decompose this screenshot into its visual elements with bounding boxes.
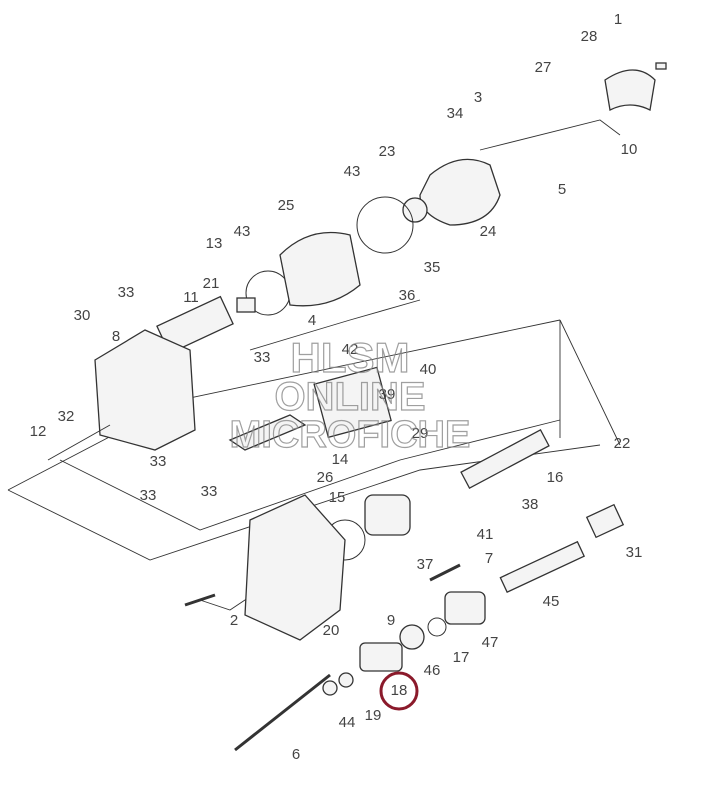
brush-plate-part [419, 158, 501, 226]
seal-part [399, 624, 425, 650]
part-label-5: 5 [558, 181, 566, 198]
part-label-44: 44 [339, 714, 356, 731]
part-label-11: 11 [183, 289, 199, 306]
part-label-1: 1 [614, 11, 622, 28]
washer-part [322, 680, 338, 696]
washer-part [338, 672, 354, 688]
part-label-6: 6 [292, 746, 300, 763]
screw-part [655, 62, 667, 70]
watermark: HLSM ONLINE MICROFICHE [229, 333, 471, 456]
part-label-13: 13 [206, 235, 223, 252]
part-label-34: 34 [447, 105, 464, 122]
part-label-42: 42 [342, 341, 359, 358]
clutch-part [364, 494, 411, 536]
part-label-41: 41 [477, 526, 494, 543]
part-label-37: 37 [417, 556, 434, 573]
idler-gear-part [444, 591, 486, 625]
sleeve-part [585, 503, 625, 539]
drive-housing-part [244, 494, 346, 641]
part-number-labels: 1282733410523432435254313211133308334423… [30, 11, 643, 763]
part-label-3: 3 [474, 89, 482, 106]
retainer-part [427, 617, 447, 637]
part-label-24: 24 [480, 223, 497, 240]
part-label-10: 10 [621, 141, 638, 158]
part-label-46: 46 [424, 662, 441, 679]
part-label-12: 12 [30, 423, 47, 440]
part-label-28: 28 [581, 28, 598, 45]
part-label-22: 22 [614, 435, 631, 452]
pinion-gear-part [359, 642, 403, 672]
part-label-33: 33 [150, 453, 167, 470]
spring-part [47, 424, 111, 461]
part-label-38: 38 [522, 496, 539, 513]
part-label-20: 20 [323, 622, 340, 639]
part-label-43: 43 [344, 163, 361, 180]
bolt-part [184, 593, 216, 607]
bolt-part [429, 563, 461, 582]
part-label-33: 33 [254, 349, 271, 366]
part-label-2: 2 [230, 612, 238, 629]
part-label-18: 18 [391, 682, 408, 699]
part-label-29: 29 [412, 425, 429, 442]
watermark-line-2: ONLINE [274, 375, 425, 419]
part-label-26: 26 [317, 469, 334, 486]
part-label-4: 4 [308, 312, 316, 329]
part-label-8: 8 [112, 328, 120, 345]
part-label-33: 33 [140, 487, 157, 504]
bearing-part [236, 297, 256, 313]
part-label-19: 19 [365, 707, 382, 724]
part-label-39: 39 [379, 386, 396, 403]
watermark-line-3: MICROFICHE [230, 414, 471, 456]
parts [47, 62, 667, 752]
part-label-14: 14 [332, 451, 349, 468]
shaft-part [499, 540, 586, 594]
part-label-17: 17 [453, 649, 470, 666]
part-label-32: 32 [58, 408, 75, 425]
field-frame-part [279, 231, 361, 307]
part-label-35: 35 [424, 259, 441, 276]
part-label-15: 15 [329, 489, 346, 506]
part-label-25: 25 [278, 197, 295, 214]
solenoid-housing-part [94, 329, 196, 451]
brush-holder-part [402, 197, 428, 223]
part-label-36: 36 [399, 287, 416, 304]
pinion-shaft-part [460, 429, 550, 489]
part-label-43: 43 [234, 223, 251, 240]
part-label-30: 30 [74, 307, 91, 324]
part-label-33: 33 [201, 483, 218, 500]
highlight-circle [379, 671, 419, 711]
part-label-27: 27 [535, 59, 552, 76]
part-label-23: 23 [379, 143, 396, 160]
part-label-31: 31 [626, 544, 643, 561]
watermark-line-1: HLSM [291, 334, 410, 381]
through-bolt-part [234, 673, 331, 752]
part-label-9: 9 [387, 612, 395, 629]
part-label-47: 47 [482, 634, 499, 651]
part-label-40: 40 [420, 361, 437, 378]
end-cap-part [604, 69, 656, 111]
plunger-part [228, 414, 307, 451]
part-label-21: 21 [203, 275, 220, 292]
part-label-7: 7 [485, 550, 493, 567]
part-label-16: 16 [547, 469, 564, 486]
part-label-45: 45 [543, 593, 560, 610]
gasket-part [313, 366, 392, 439]
o-ring-part [356, 196, 414, 254]
part-label-33: 33 [118, 284, 135, 301]
